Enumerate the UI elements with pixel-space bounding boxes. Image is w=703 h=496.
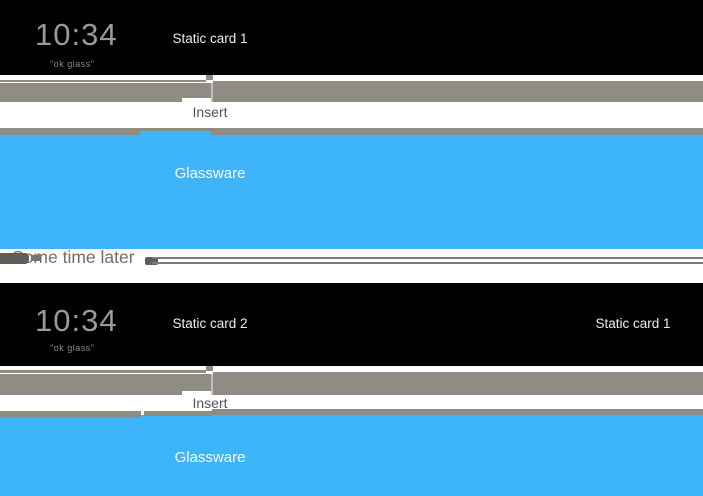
connector-tab [206, 75, 213, 80]
timeline-edge-left [0, 370, 206, 373]
glassware-card [0, 135, 703, 249]
time-separator: Some time later [0, 247, 703, 283]
timeline-state-1: 10:34 "ok glass" Static card 1 Insert Gl… [0, 0, 703, 249]
connector-tab [206, 366, 213, 371]
timeline-bar-lower-mid [144, 411, 212, 416]
static-card-2-label: Static card 2 [172, 316, 248, 331]
insert-label: Insert [192, 104, 228, 120]
timeline-edge-right [213, 371, 703, 374]
ok-glass-hint: "ok glass" [50, 343, 95, 353]
timeline-left-cap [0, 252, 29, 264]
insert-seam [211, 83, 213, 102]
glassware-label: Glassware [174, 449, 246, 466]
clock-text: 10:34 [35, 17, 118, 52]
timeline-continuation-line-bottom [152, 261, 703, 264]
timeline-bar-lower-left [0, 411, 141, 418]
home-card [0, 283, 703, 366]
clock-text: 10:34 [35, 303, 118, 338]
glassware-card-peek [140, 130, 211, 136]
some-time-later-label: Some time later [12, 247, 135, 267]
insert-label: Insert [192, 394, 228, 411]
static-card-1-label: Static card 1 [172, 31, 248, 46]
timeline-edge-left [0, 79, 206, 82]
timeline-bar-lower-right [212, 408, 703, 415]
glassware-card [0, 415, 703, 496]
timeline-stub [145, 256, 158, 265]
ok-glass-hint: "ok glass" [50, 59, 95, 69]
insert-notch [182, 390, 211, 396]
timeline-card-stack [0, 83, 703, 102]
timeline-state-2: 10:34 "ok glass" Static card 2 Static ca… [0, 283, 703, 496]
timeline-bar-lower [0, 128, 703, 135]
timeline-continuation-line-top [152, 257, 703, 260]
timeline-card-stack [0, 374, 703, 395]
timeline-edge-right [213, 81, 703, 83]
home-card [0, 0, 703, 75]
timeline-left-dash [32, 255, 40, 261]
static-card-1-label: Static card 1 [595, 316, 671, 331]
insert-seam [211, 374, 213, 395]
glassware-label: Glassware [174, 165, 246, 182]
insert-notch [182, 98, 211, 103]
